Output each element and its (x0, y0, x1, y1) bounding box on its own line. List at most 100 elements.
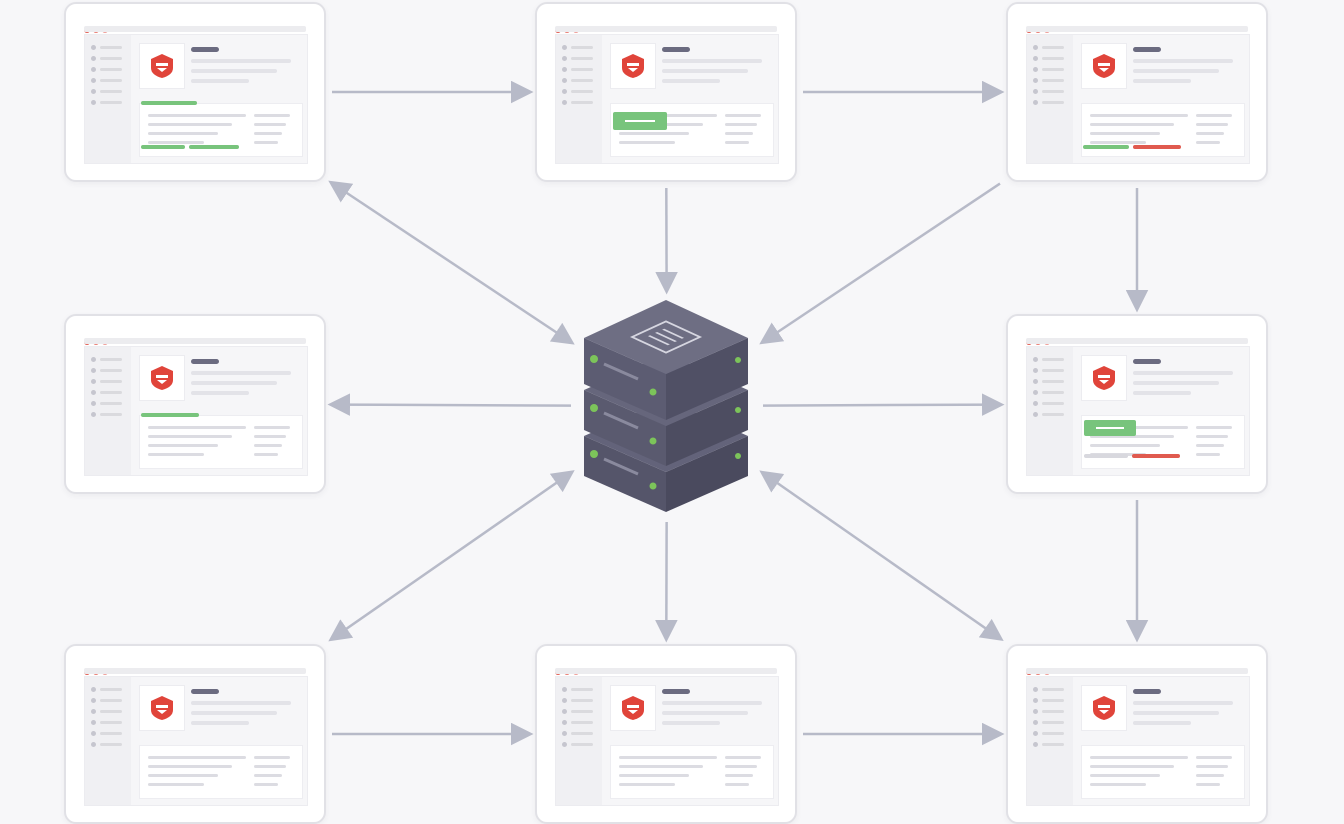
sidebar-item (1033, 67, 1065, 71)
sidebar-item (91, 720, 123, 724)
sidebar-item (91, 698, 123, 702)
window-content (84, 346, 308, 476)
content-panel (139, 745, 303, 799)
sidebar-item (562, 89, 594, 93)
heading-placeholder (191, 689, 219, 694)
address-bar (555, 26, 777, 32)
shield-icon (149, 365, 175, 391)
sidebar-item (1033, 379, 1065, 383)
logo (1081, 685, 1127, 731)
sidebar (85, 677, 131, 805)
sidebar (556, 677, 602, 805)
shield-icon (620, 53, 646, 79)
sidebar (1027, 35, 1073, 163)
window-content (1026, 676, 1250, 806)
window-content (84, 676, 308, 806)
sidebar-item (1033, 89, 1065, 93)
shield-icon (620, 695, 646, 721)
content-panel (610, 745, 774, 799)
status-light (735, 407, 741, 413)
action-button-green (613, 112, 667, 130)
window-content (84, 34, 308, 164)
logo (610, 685, 656, 731)
arrow-n3-hub (763, 184, 1000, 342)
sidebar-item (91, 100, 123, 104)
sidebar-item (1033, 698, 1065, 702)
sidebar-item (562, 687, 594, 691)
heading-placeholder (1133, 689, 1161, 694)
content-panel (139, 415, 303, 469)
status-bar-red (1132, 454, 1180, 458)
app-window-bottom-right (1006, 644, 1268, 824)
arrow-n1-hub (332, 183, 571, 342)
sidebar-item (91, 742, 123, 746)
sidebar-item (1033, 56, 1065, 60)
sidebar-item (91, 709, 123, 713)
status-light (650, 389, 657, 396)
window-content (555, 34, 779, 164)
heading-placeholder (662, 689, 690, 694)
shield-icon (149, 695, 175, 721)
sidebar-item (91, 67, 123, 71)
app-window-top-center (535, 2, 797, 182)
sidebar-item (1033, 720, 1065, 724)
status-light (590, 404, 598, 412)
sidebar (556, 35, 602, 163)
arrow-hub-n8 (763, 473, 1000, 638)
shield-icon (1091, 365, 1117, 391)
address-bar (84, 668, 306, 674)
sidebar (85, 35, 131, 163)
app-window-top-right (1006, 2, 1268, 182)
logo (610, 43, 656, 89)
sidebar-item (562, 698, 594, 702)
heading-placeholder (191, 359, 219, 364)
sidebar-item (1033, 45, 1065, 49)
sidebar-item (1033, 401, 1065, 405)
sidebar-item (562, 56, 594, 60)
sidebar-item (562, 731, 594, 735)
server-stack-icon (578, 296, 756, 516)
heading-placeholder (191, 47, 219, 52)
address-bar (1026, 26, 1248, 32)
arrow-hub-n4 (332, 405, 571, 406)
sidebar-item (1033, 78, 1065, 82)
app-window-top-left (64, 2, 326, 182)
heading-placeholder (662, 47, 690, 52)
sidebar-item (1033, 687, 1065, 691)
sidebar (1027, 677, 1073, 805)
sidebar-item (562, 67, 594, 71)
sidebar-item (562, 742, 594, 746)
app-window-bottom-center (535, 644, 797, 824)
action-button-green (1084, 420, 1136, 436)
content-panel (1081, 415, 1245, 469)
address-bar (1026, 338, 1248, 344)
sidebar-item (1033, 709, 1065, 713)
content-panel (1081, 745, 1245, 799)
status-light (650, 438, 657, 445)
app-window-bottom-left (64, 644, 326, 824)
sidebar-item (1033, 357, 1065, 361)
sidebar-item (91, 78, 123, 82)
content-panel (610, 103, 774, 157)
sidebar-item (91, 368, 123, 372)
arrow-hub-n6 (332, 473, 571, 639)
status-light (735, 357, 741, 363)
sidebar (1027, 347, 1073, 475)
sidebar-item (91, 357, 123, 361)
status-light (650, 483, 657, 490)
sidebar-item (1033, 742, 1065, 746)
sidebar-item (91, 45, 123, 49)
logo (139, 43, 185, 89)
sidebar-item (91, 379, 123, 383)
sidebar-item (562, 45, 594, 49)
sidebar-item (91, 56, 123, 60)
address-bar (1026, 668, 1248, 674)
window-content (555, 676, 779, 806)
sidebar-item (562, 720, 594, 724)
heading-placeholder (1133, 359, 1161, 364)
sidebar-item (562, 100, 594, 104)
window-content (1026, 34, 1250, 164)
window-content (1026, 346, 1250, 476)
sidebar-item (91, 412, 123, 416)
logo (139, 355, 185, 401)
